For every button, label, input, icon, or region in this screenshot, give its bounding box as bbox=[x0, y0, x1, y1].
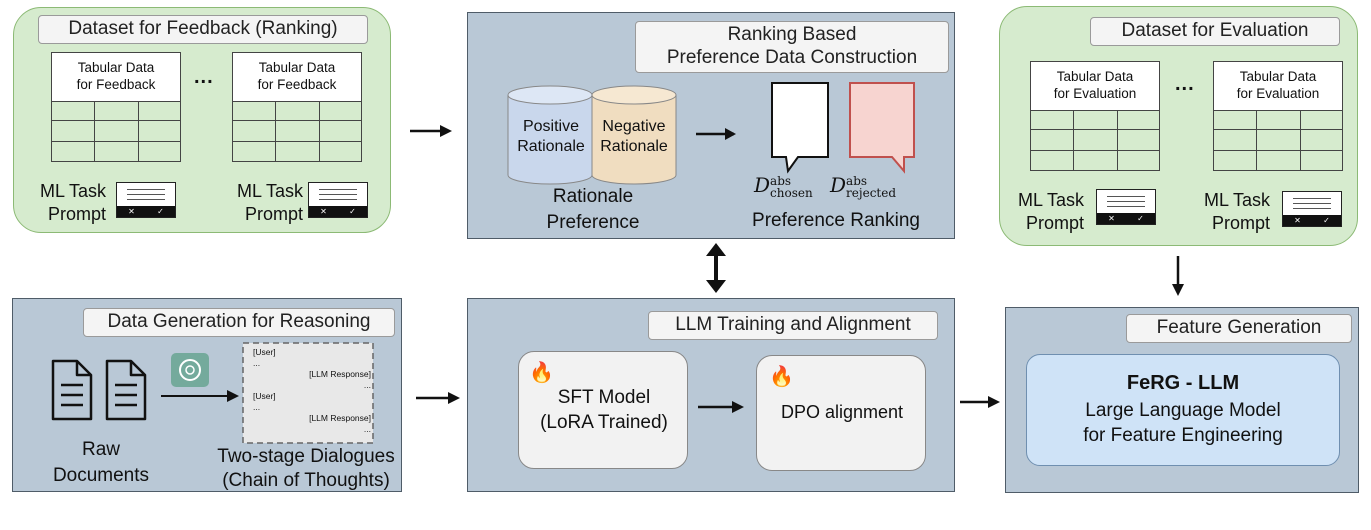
feedback-panel-title: Dataset for Feedback (Ranking) bbox=[38, 15, 368, 44]
dialog-line: ... bbox=[253, 402, 261, 412]
evaluation-table-2: Tabular Data for Evaluation bbox=[1213, 61, 1343, 171]
evaluation-prompt-1-label: ML Task Prompt bbox=[1017, 190, 1084, 233]
dialogue-lines: [User] ... [LLM Response] ... [User] ...… bbox=[253, 347, 371, 435]
feedback-table-2-header: Tabular Data for Feedback bbox=[233, 53, 361, 102]
feedback-prompt-1-label: ML Task Prompt bbox=[39, 181, 106, 224]
datagen-panel-title: Data Generation for Reasoning bbox=[83, 308, 395, 337]
dialog-line: ... bbox=[253, 358, 261, 368]
chosen-speech-bubble-icon bbox=[771, 82, 829, 174]
preference-ranking-label: Preference Ranking bbox=[752, 210, 920, 231]
raw-documents-label: Raw Documents bbox=[52, 439, 150, 486]
arrow-icon bbox=[410, 125, 452, 137]
double-arrow-icon bbox=[706, 243, 726, 293]
arrow-icon bbox=[1172, 256, 1184, 296]
rejected-sup: abs bbox=[846, 173, 868, 188]
feedback-dataset-panel: Dataset for Feedback (Ranking) Tabular D… bbox=[13, 7, 391, 233]
ferg-llm-name: FeRG - LLM bbox=[1126, 372, 1240, 394]
table-grid bbox=[233, 101, 361, 161]
evaluation-table-1-header: Tabular Data for Evaluation bbox=[1031, 62, 1159, 111]
dialog-line: ... bbox=[363, 424, 371, 434]
evaluation-prompt-2-label: ML Task Prompt bbox=[1203, 190, 1270, 233]
evaluation-dataset-panel: Dataset for Evaluation Tabular Data for … bbox=[999, 6, 1358, 246]
sft-model-label: SFT Model (LoRA Trained) bbox=[540, 387, 668, 433]
chosen-sub: chosen bbox=[770, 185, 813, 200]
table-grid bbox=[52, 101, 180, 161]
cylinders-svg bbox=[507, 82, 915, 185]
chosen-sup: abs bbox=[770, 173, 792, 188]
evaluation-ellipsis: ... bbox=[1175, 73, 1195, 95]
rationale-preference-label: Rationale Preference bbox=[546, 186, 640, 233]
fire-icon: 🔥 bbox=[529, 362, 554, 384]
datagen-panel: Data Generation for Reasoning [User] ...… bbox=[12, 298, 402, 492]
evaluation-table-1: Tabular Data for Evaluation bbox=[1030, 61, 1160, 171]
datagen-icons-svg bbox=[51, 342, 374, 444]
chatgpt-icon bbox=[171, 353, 209, 387]
ranking-panel-title: Ranking Based Preference Data Constructi… bbox=[635, 21, 949, 73]
feedback-table-1-header: Tabular Data for Feedback bbox=[52, 53, 180, 102]
arrow-icon bbox=[416, 392, 460, 404]
evaluation-table-2-header: Tabular Data for Evaluation bbox=[1214, 62, 1342, 111]
table-grid bbox=[1214, 110, 1342, 170]
dialog-line: [User] bbox=[253, 391, 276, 401]
arrow-icon bbox=[161, 390, 239, 402]
chosen-math-label: D abs chosen bbox=[754, 173, 813, 199]
negative-rationale-label: Negative Rationale bbox=[600, 118, 668, 155]
chosen-D: D bbox=[754, 173, 771, 197]
arrow-icon bbox=[960, 396, 1000, 408]
feedback-table-2: Tabular Data for Feedback bbox=[232, 52, 362, 162]
prompt-icon: ✕✓ bbox=[116, 182, 176, 218]
rejected-sub: rejected bbox=[846, 185, 897, 200]
arrow-icon bbox=[696, 128, 736, 140]
rejected-math-label: D abs rejected bbox=[830, 173, 896, 199]
training-panel: LLM Training and Alignment 🔥 SFT Model (… bbox=[467, 298, 955, 492]
dpo-alignment-card: 🔥 DPO alignment bbox=[756, 355, 926, 471]
negative-cylinder-icon bbox=[591, 85, 677, 185]
ranking-panel: Ranking Based Preference Data Constructi… bbox=[467, 12, 955, 239]
document-icon bbox=[51, 359, 93, 421]
fire-icon: 🔥 bbox=[769, 366, 794, 388]
rejected-speech-bubble-icon bbox=[849, 82, 915, 174]
feedback-ellipsis: ... bbox=[194, 66, 214, 88]
prompt-icon: ✕✓ bbox=[1096, 189, 1156, 225]
table-grid bbox=[1031, 110, 1159, 170]
feedback-table-1: Tabular Data for Feedback bbox=[51, 52, 181, 162]
training-panel-title: LLM Training and Alignment bbox=[648, 311, 938, 340]
prompt-icon: ✕✓ bbox=[1282, 191, 1342, 227]
ferg-llm-description: Large Language Model for Feature Enginee… bbox=[1083, 400, 1283, 446]
dialog-line: [User] bbox=[253, 347, 276, 357]
document-icon bbox=[105, 359, 147, 421]
prompt-icon: ✕✓ bbox=[308, 182, 368, 218]
feature-generation-title: Feature Generation bbox=[1126, 314, 1352, 343]
positive-rationale-label: Positive Rationale bbox=[517, 118, 585, 155]
feedback-prompt-2-label: ML Task Prompt bbox=[236, 181, 303, 224]
dialog-line: [LLM Response] bbox=[309, 413, 371, 423]
dpo-alignment-label: DPO alignment bbox=[780, 402, 904, 422]
ferg-llm-card: FeRG - LLM Large Language Model for Feat… bbox=[1026, 354, 1340, 466]
dialogue-box bbox=[242, 342, 374, 444]
training-arrow-svg bbox=[698, 401, 744, 413]
sft-model-card: 🔥 SFT Model (LoRA Trained) bbox=[518, 351, 688, 469]
rejected-D: D bbox=[830, 173, 847, 197]
feature-generation-panel: Feature Generation FeRG - LLM Large Lang… bbox=[1005, 307, 1359, 493]
arrow-icon bbox=[698, 401, 744, 413]
dialog-line: ... bbox=[363, 380, 371, 390]
evaluation-panel-title: Dataset for Evaluation bbox=[1090, 17, 1340, 46]
dialog-line: [LLM Response] bbox=[309, 369, 371, 379]
two-stage-dialogues-label: Two-stage Dialogues (Chain of Thoughts) bbox=[217, 446, 395, 491]
